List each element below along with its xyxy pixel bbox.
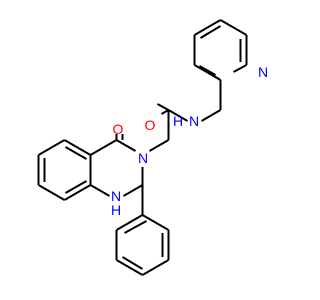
bond xyxy=(64,184,91,201)
bond xyxy=(142,259,169,276)
bond xyxy=(116,214,143,231)
molecule-structure-diagram: O N O N H N H N xyxy=(37,19,268,276)
bond xyxy=(194,19,221,36)
bond xyxy=(65,180,87,194)
bond xyxy=(64,139,91,156)
bond xyxy=(121,256,144,270)
bond xyxy=(115,139,137,152)
atom-label-ring-nitrogen-3: N xyxy=(138,150,148,166)
atom-label-amide-oxygen: O xyxy=(145,117,156,133)
atom-label-carbonyl-oxygen: O xyxy=(113,121,124,137)
atom-label-amide-hydrogen: H xyxy=(173,113,183,129)
bond xyxy=(38,139,65,156)
bond xyxy=(38,184,65,201)
bond xyxy=(124,220,147,234)
bond xyxy=(157,103,169,111)
bond xyxy=(142,214,169,231)
bond xyxy=(199,65,216,76)
atom-label-pyridine-nitrogen: N xyxy=(258,64,268,80)
bond xyxy=(233,64,247,73)
bond xyxy=(200,109,222,122)
bond-layer xyxy=(37,19,248,276)
bond xyxy=(116,259,143,276)
bond xyxy=(161,109,169,115)
bond xyxy=(148,139,170,152)
atom-label-ring-nitrogen-1: N xyxy=(111,188,121,204)
bond xyxy=(206,71,222,81)
bond xyxy=(90,139,117,156)
atom-label-layer: O N O N H N H N xyxy=(111,64,268,218)
atom-label-ring-hydrogen-1: H xyxy=(111,202,121,218)
bond xyxy=(89,184,111,197)
bond xyxy=(122,184,144,197)
bond xyxy=(199,25,222,39)
bond xyxy=(65,146,87,160)
bond xyxy=(220,19,247,36)
bond xyxy=(167,109,189,122)
atom-label-amide-nitrogen: N xyxy=(189,113,199,129)
